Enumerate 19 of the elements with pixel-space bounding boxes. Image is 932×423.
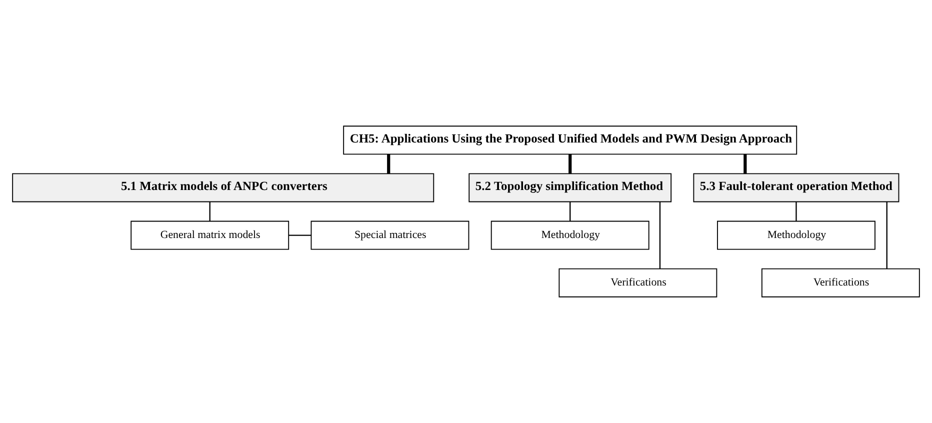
node-box: CH5: Applications Using the Proposed Unified Models and PWM Design Approach — [343, 126, 798, 155]
node-box: Verifications — [761, 268, 920, 298]
node-box: 5.3 Fault-tolerant operation Method — [693, 173, 900, 202]
connector — [744, 154, 747, 174]
connector — [387, 154, 390, 174]
connector — [659, 202, 661, 269]
node-box: General matrix models — [130, 220, 290, 250]
node-box: 5.2 Topology simplification Method — [468, 173, 672, 202]
connector — [209, 202, 210, 222]
node-box: Methodology — [717, 220, 876, 250]
connector — [568, 154, 572, 174]
connector — [886, 202, 888, 269]
node-box: Verifications — [558, 268, 718, 298]
node-box: Methodology — [490, 220, 650, 250]
node-box: 5.1 Matrix models of ANPC converters — [12, 173, 434, 202]
connector — [570, 202, 571, 222]
node-box: Special matrices — [310, 220, 470, 250]
connector — [288, 234, 312, 236]
connector — [796, 202, 797, 222]
